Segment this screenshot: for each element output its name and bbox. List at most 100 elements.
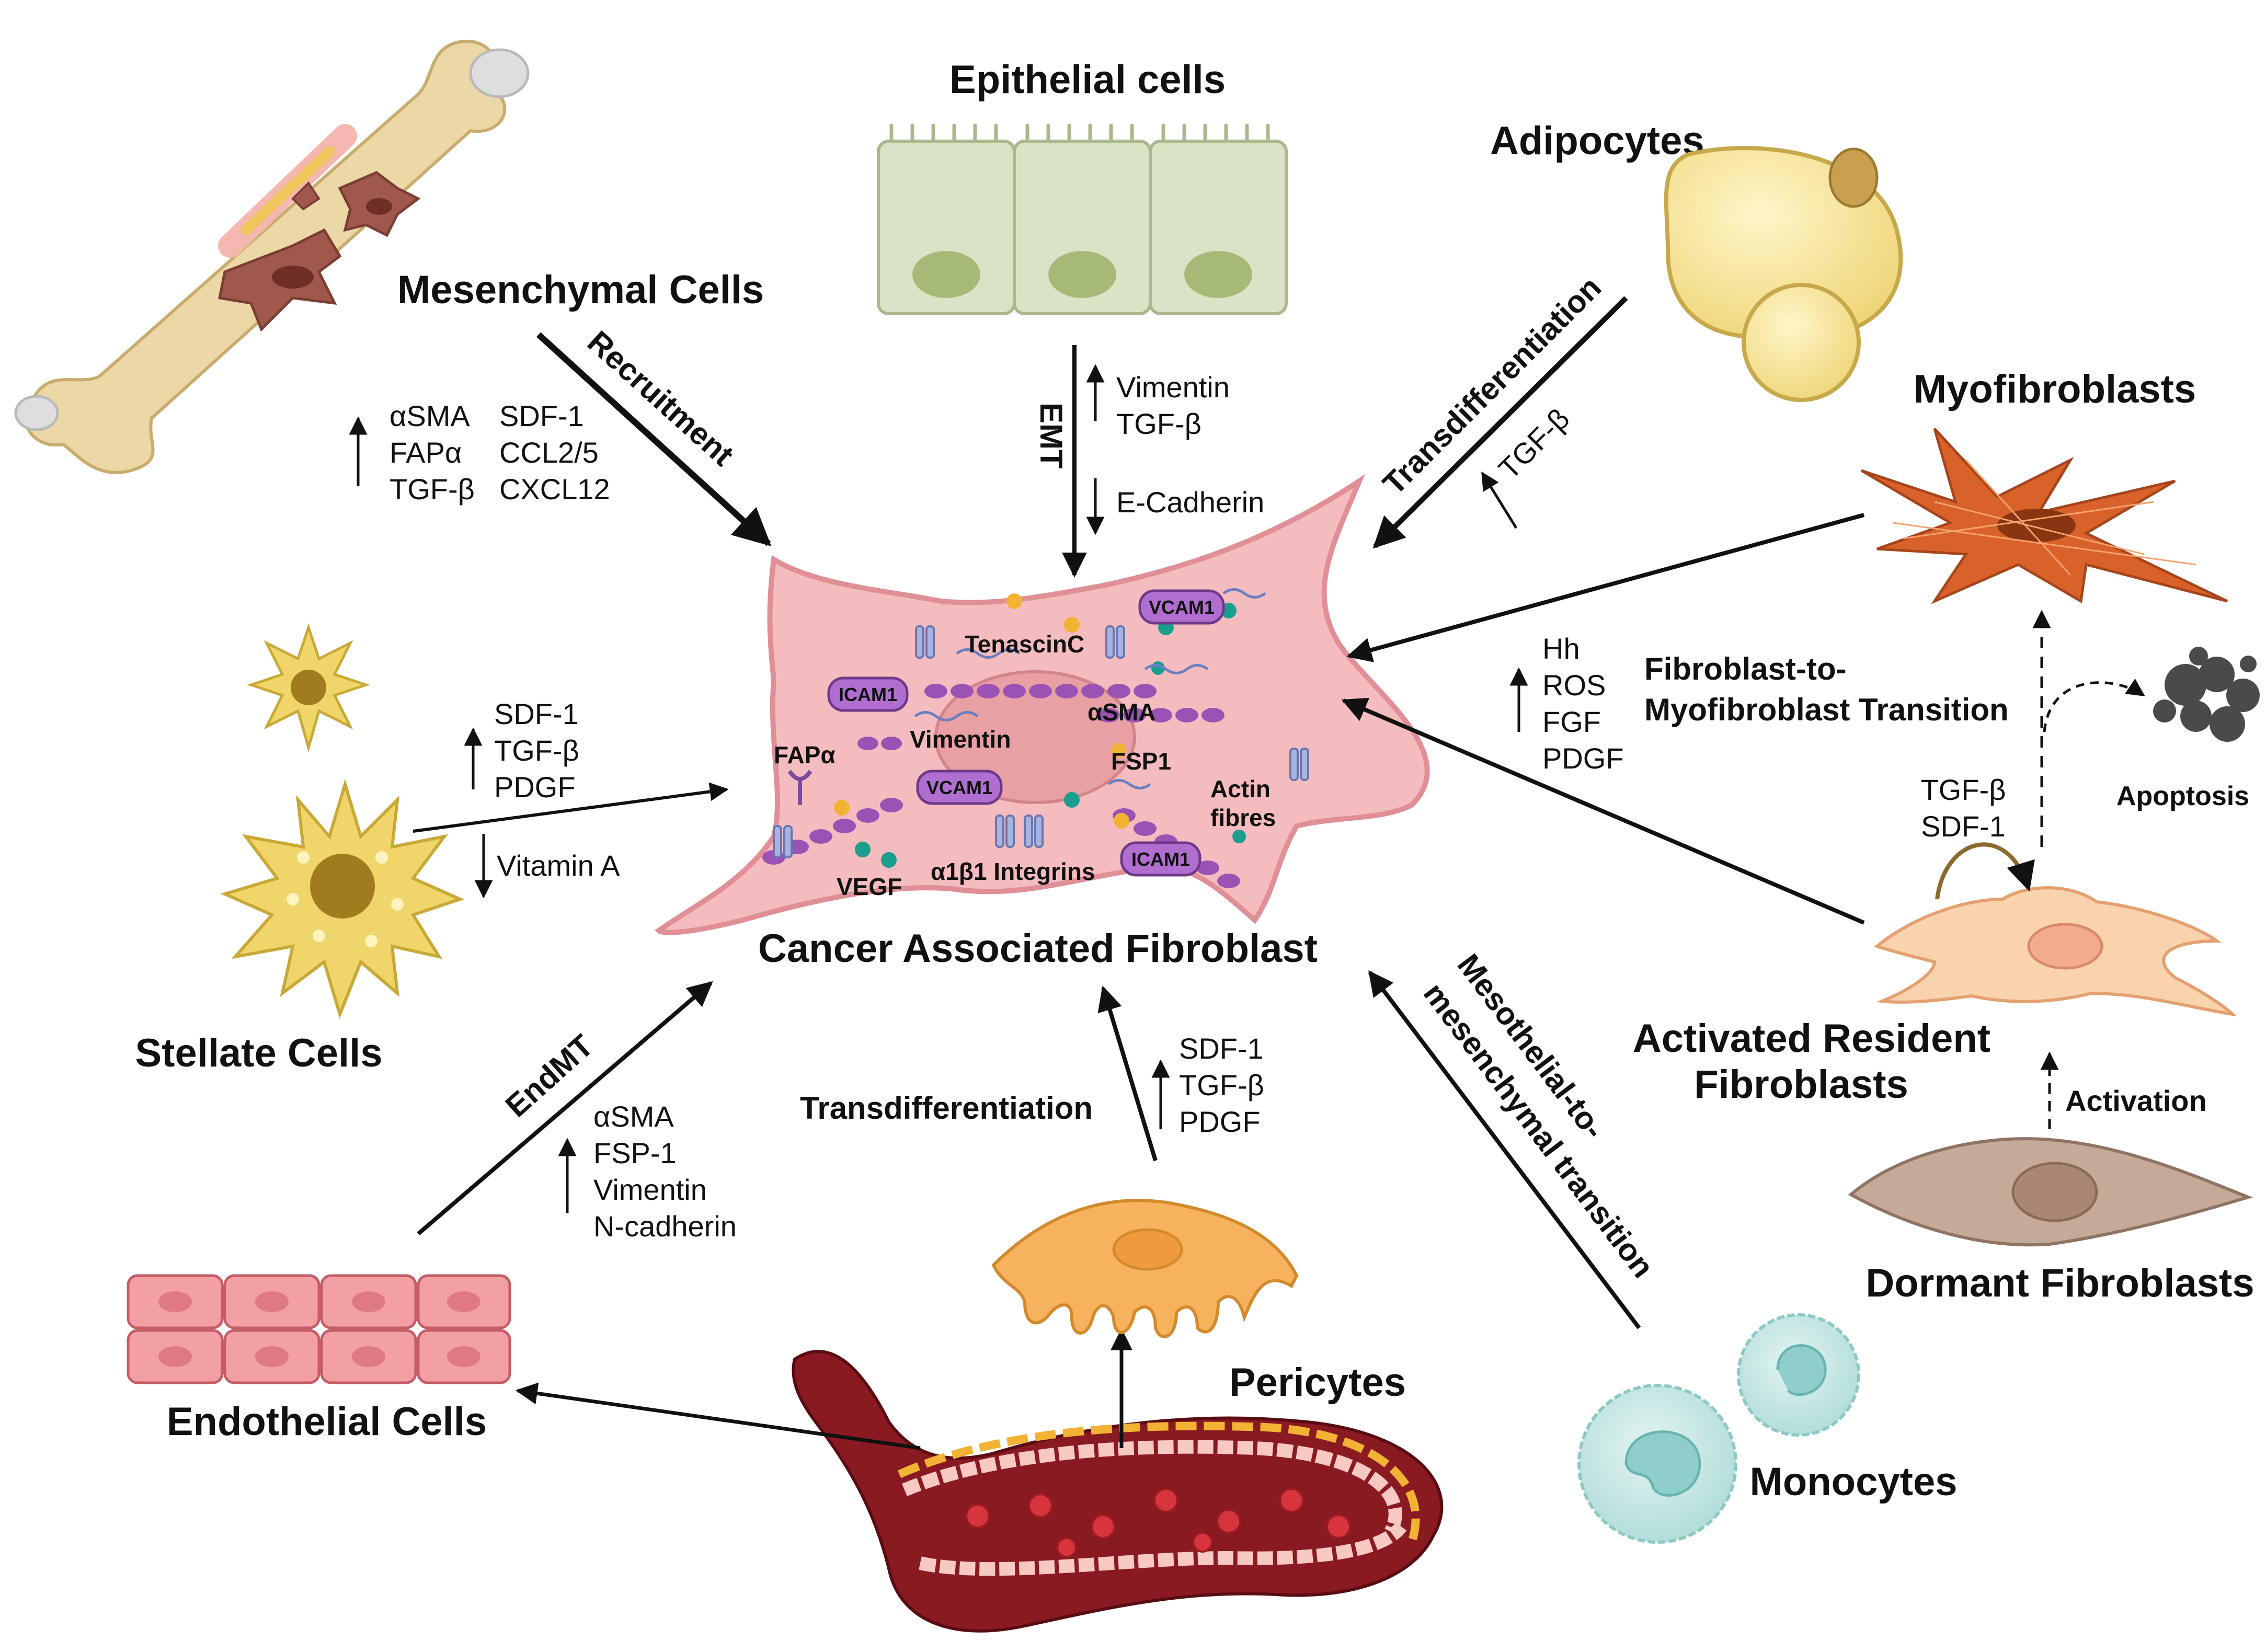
icam1-badge: ICAM1 (827, 676, 909, 712)
marker-text: αSMA (593, 1100, 674, 1133)
vessel-to-endothelial-arrow (515, 1382, 921, 1450)
tenascin-label: TenascinC (965, 630, 1084, 658)
marker-text: TGF-β (1116, 407, 1201, 440)
transdiff-adipo-arrow (1372, 296, 1628, 549)
marker-text: TGF-β (1179, 1069, 1264, 1102)
marker-text: ROS (1542, 669, 1606, 702)
marker-text: PDGF (1542, 742, 1624, 775)
actin-label: Actin (1210, 775, 1271, 802)
pericyte-markers: SDF-1 TGF-β PDGF (1179, 1032, 1264, 1138)
apoptosis-icon (2153, 647, 2260, 742)
apoptosis-label: Apoptosis (2116, 781, 2249, 811)
adipocytes-icon (1664, 146, 1903, 402)
marker-text: FAPα (390, 436, 462, 469)
mesenchymal-markers-col1: αSMA FAPα TGF-β (390, 399, 475, 506)
marker-text: SDF-1 (1921, 810, 2006, 843)
apoptosis-dashed-arrow (2043, 678, 2145, 732)
activation-label: Activation (2065, 1084, 2207, 1117)
marker-text: Vimentin (1116, 371, 1230, 404)
fmt-label-line1: Fibroblast-to- (1644, 651, 1847, 686)
endmt-label: EndMT (499, 1028, 600, 1124)
transdiff-adipo-label: Transdifferentiation (1376, 270, 1608, 501)
vcam1-label: VCAM1 (1149, 596, 1215, 618)
actin-chain (762, 798, 903, 865)
fap-receptor (787, 770, 812, 805)
marker-text: SDF-1 (1179, 1032, 1264, 1065)
marker-text: E-Cadherin (1116, 486, 1264, 519)
marker-text: TGF-β (1921, 773, 2006, 806)
monocytes-icon (1577, 1313, 1860, 1544)
activated-label-line1: Activated Resident (1633, 1016, 1990, 1061)
vegf-label: VEGF (837, 873, 902, 900)
marker-text: αSMA (390, 399, 470, 432)
stellate-cell-large-icon (220, 778, 465, 1019)
vcam1-label: VCAM1 (926, 777, 992, 798)
endothelial-label: Endothelial Cells (167, 1399, 487, 1444)
actin-chain (857, 737, 902, 750)
vcam1-badge: VCAM1 (916, 770, 1003, 805)
dormant-label: Dormant Fibroblasts (1866, 1261, 2254, 1305)
activation-curve-arrow (1935, 842, 2035, 900)
myofibroblasts-label: Myofibroblasts (1914, 367, 2196, 411)
stellate-label: Stellate Cells (135, 1031, 382, 1075)
marker-text: FSP-1 (593, 1137, 677, 1169)
mesenchymal-markers-col2: SDF-1 CCL2/5 CXCL12 (499, 399, 610, 506)
endmt-arrow (417, 981, 713, 1236)
asma-label: αSMA (1088, 698, 1156, 726)
fibres-label: fibres (1210, 804, 1276, 831)
actin-chain (1097, 708, 1224, 722)
mesenchymal-label: Mesenchymal Cells (397, 268, 764, 312)
pericyte-icon (991, 1199, 1299, 1338)
marker-text: Vitamin A (497, 849, 620, 882)
marker-text: TGF-β (390, 473, 475, 506)
stellate-arrow (413, 782, 729, 833)
myofibroblast-icon (1860, 428, 2228, 604)
marker-text: Vimentin (593, 1173, 707, 1206)
epithelial-label: Epithelial cells (949, 58, 1226, 102)
myofibroblast-arrow (1346, 513, 1865, 662)
marker-text: Hh (1542, 632, 1580, 665)
icam1-label: ICAM1 (839, 684, 897, 705)
epithelial-cells-icon (877, 123, 1288, 315)
tenascin-fibres (914, 588, 1266, 789)
icam1-label: ICAM1 (1131, 848, 1190, 870)
recruitment-arrow (536, 332, 772, 546)
fapa-label: FAPα (774, 741, 836, 768)
integrins (773, 625, 1309, 858)
marker-text: FGF (1542, 705, 1601, 738)
fsp1-label: FSP1 (1111, 748, 1171, 775)
endothelial-markers: αSMA FSP-1 Vimentin N-cadherin (593, 1100, 737, 1243)
marker-text: N-cadherin (593, 1210, 737, 1243)
caf-cell: VCAM1 ICAM1 VCAM1 ICAM1 TenascinC Viment… (655, 474, 1430, 935)
vimentin-label: Vimentin (910, 726, 1011, 753)
mmt-arrow (1368, 970, 1641, 1329)
cytokine-dots (834, 593, 1246, 868)
marker-text: CCL2/5 (499, 436, 599, 469)
myofibroblast-markers: Hh ROS FGF PDGF (1542, 632, 1624, 775)
marker-text: CXCL12 (499, 473, 610, 506)
marker-text: SDF-1 (494, 697, 579, 730)
pericytes-label: Pericytes (1229, 1360, 1406, 1405)
adipo-up-arrow (1481, 472, 1518, 529)
vcam1-badge: VCAM1 (1138, 589, 1225, 625)
emt-label: EMT (1034, 403, 1069, 469)
activated-fibroblast-icon (1873, 886, 2237, 1017)
mesenchymal-cell-icon (218, 171, 421, 332)
stellate-cell-small-icon (247, 623, 370, 753)
monocytes-label: Monocytes (1750, 1460, 1958, 1504)
marker-text: PDGF (1179, 1105, 1261, 1138)
adipocytes-label: Adipocytes (1490, 119, 1704, 163)
marker-text: TGF-β (494, 734, 579, 767)
integrins-label: α1β1 Integrins (931, 858, 1095, 885)
blood-vessel-icon (792, 1350, 1444, 1633)
caf-title: Cancer Associated Fibroblast (758, 926, 1318, 971)
icam1-badge: ICAM1 (1120, 841, 1201, 877)
dormant-fibroblast-icon (1848, 1137, 2253, 1247)
endothelial-cells-icon (127, 1274, 511, 1384)
actin-chain (924, 684, 1157, 698)
transdiff-peri-arrow (1097, 985, 1158, 1162)
activated-fibroblast-arrow (1341, 697, 1865, 925)
activated-label-line2: Fibroblasts (1694, 1062, 1908, 1107)
stellate-markers: SDF-1 TGF-β PDGF (494, 697, 579, 804)
